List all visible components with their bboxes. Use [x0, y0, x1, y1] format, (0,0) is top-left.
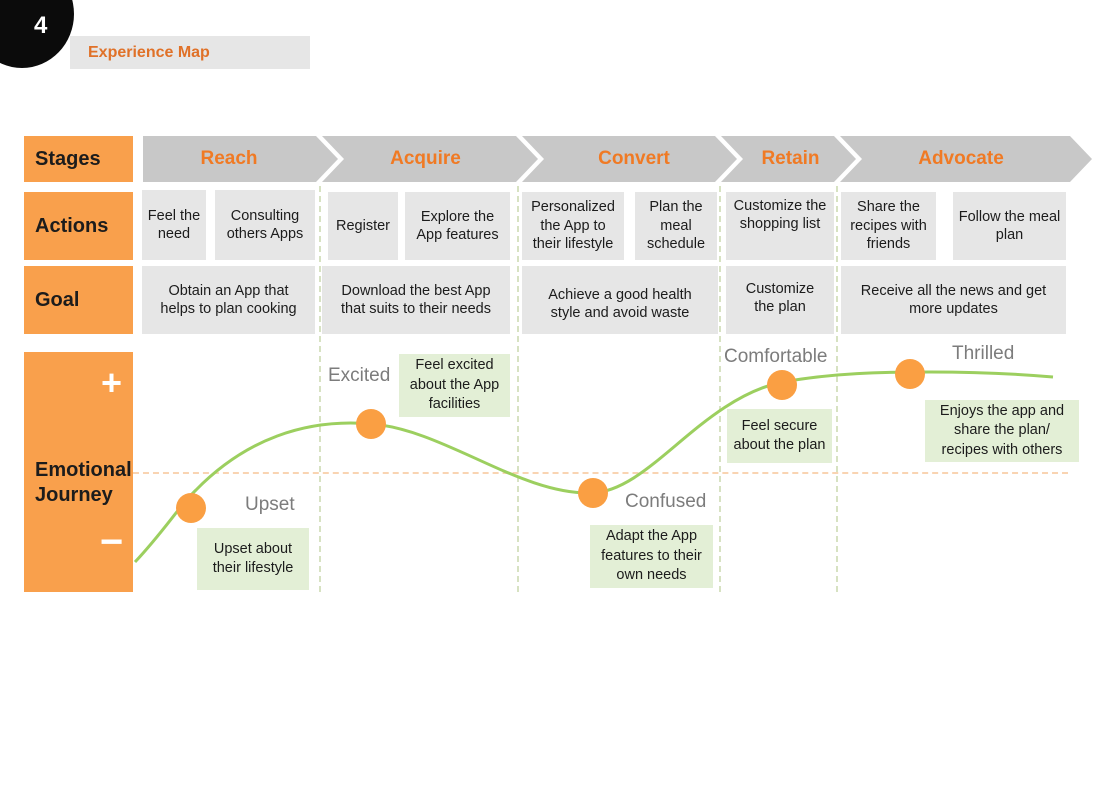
- stage-retain: Retain: [761, 148, 820, 169]
- stage-advocate: Advocate: [918, 148, 1004, 169]
- action-card: Feel the need: [142, 190, 206, 260]
- page-title: Experience Map: [88, 44, 210, 61]
- emotion-marker-upset: [176, 493, 206, 523]
- emotion-label-upset: Upset: [245, 494, 295, 515]
- row-label-emotion-text: Emotional Journey: [35, 459, 132, 506]
- goal-card: Achieve a good health style and avoid wa…: [522, 266, 718, 334]
- action-card: Customize the shopping list: [726, 192, 834, 260]
- stage-divider: [836, 186, 838, 592]
- row-label-stages: Stages: [24, 136, 133, 182]
- action-card: Register: [328, 192, 398, 260]
- emotion-marker-comfortable: [767, 370, 797, 400]
- row-label-actions: Actions: [24, 192, 133, 260]
- page-number-badge: 4: [0, 0, 74, 68]
- emotion-note: Upset about their lifestyle: [197, 528, 309, 590]
- chevron-reach: [143, 136, 338, 182]
- emotion-marker-thrilled: [895, 359, 925, 389]
- row-label-actions-text: Actions: [35, 214, 109, 237]
- row-label-goal-text: Goal: [35, 288, 80, 311]
- chevron-advocate: [840, 136, 1092, 182]
- plus-sign: +: [101, 362, 123, 403]
- emotion-label-comfortable: Comfortable: [724, 346, 828, 367]
- row-label-emotional-journey: Emotional Journey: [24, 352, 133, 592]
- chevron-convert: [522, 136, 737, 182]
- stage-divider: [319, 186, 321, 592]
- stage-divider: [517, 186, 519, 592]
- stage-acquire: Acquire: [390, 148, 461, 169]
- action-card: Personalized the App to their lifestyle: [522, 192, 624, 260]
- chevron-acquire: [322, 136, 538, 182]
- emotion-marker-excited: [356, 409, 386, 439]
- emotion-note: Adapt the App features to their own need…: [590, 525, 713, 588]
- goal-card: Receive all the news and get more update…: [841, 266, 1066, 334]
- page-number: 4: [34, 12, 48, 39]
- row-label-goal: Goal: [24, 266, 133, 334]
- action-card: Follow the meal plan: [953, 192, 1066, 260]
- goal-card: Customize the plan: [726, 266, 834, 334]
- emotion-note: Feel excited about the App facilities: [399, 354, 510, 417]
- minus-sign: −: [100, 520, 124, 564]
- emotion-note: Enjoys the app and share the plan/ recip…: [925, 400, 1079, 462]
- stage-divider: [719, 186, 721, 592]
- action-card: Share the recipes with friends: [841, 192, 936, 260]
- goal-card: Download the best App that suits to thei…: [322, 266, 510, 334]
- chevron-retain: [721, 136, 856, 182]
- goal-card: Obtain an App that helps to plan cooking: [142, 266, 315, 334]
- row-label-stages-text: Stages: [35, 147, 101, 170]
- stage-chevrons: [143, 136, 1092, 182]
- emotion-label-thrilled: Thrilled: [952, 343, 1015, 364]
- action-card: Plan the meal schedule: [635, 192, 717, 260]
- neutral-baseline: [133, 472, 1068, 474]
- stage-reach: Reach: [200, 148, 258, 169]
- emotion-marker-confused: [578, 478, 608, 508]
- action-card: Explore the App features: [405, 192, 510, 260]
- emotion-label-confused: Confused: [625, 491, 707, 512]
- emotion-note: Feel secure about the plan: [727, 409, 832, 463]
- stage-convert: Convert: [598, 148, 670, 169]
- emotion-label-excited: Excited: [328, 365, 391, 386]
- action-card: Consulting others Apps: [215, 190, 315, 260]
- title-bar: Experience Map: [70, 36, 310, 69]
